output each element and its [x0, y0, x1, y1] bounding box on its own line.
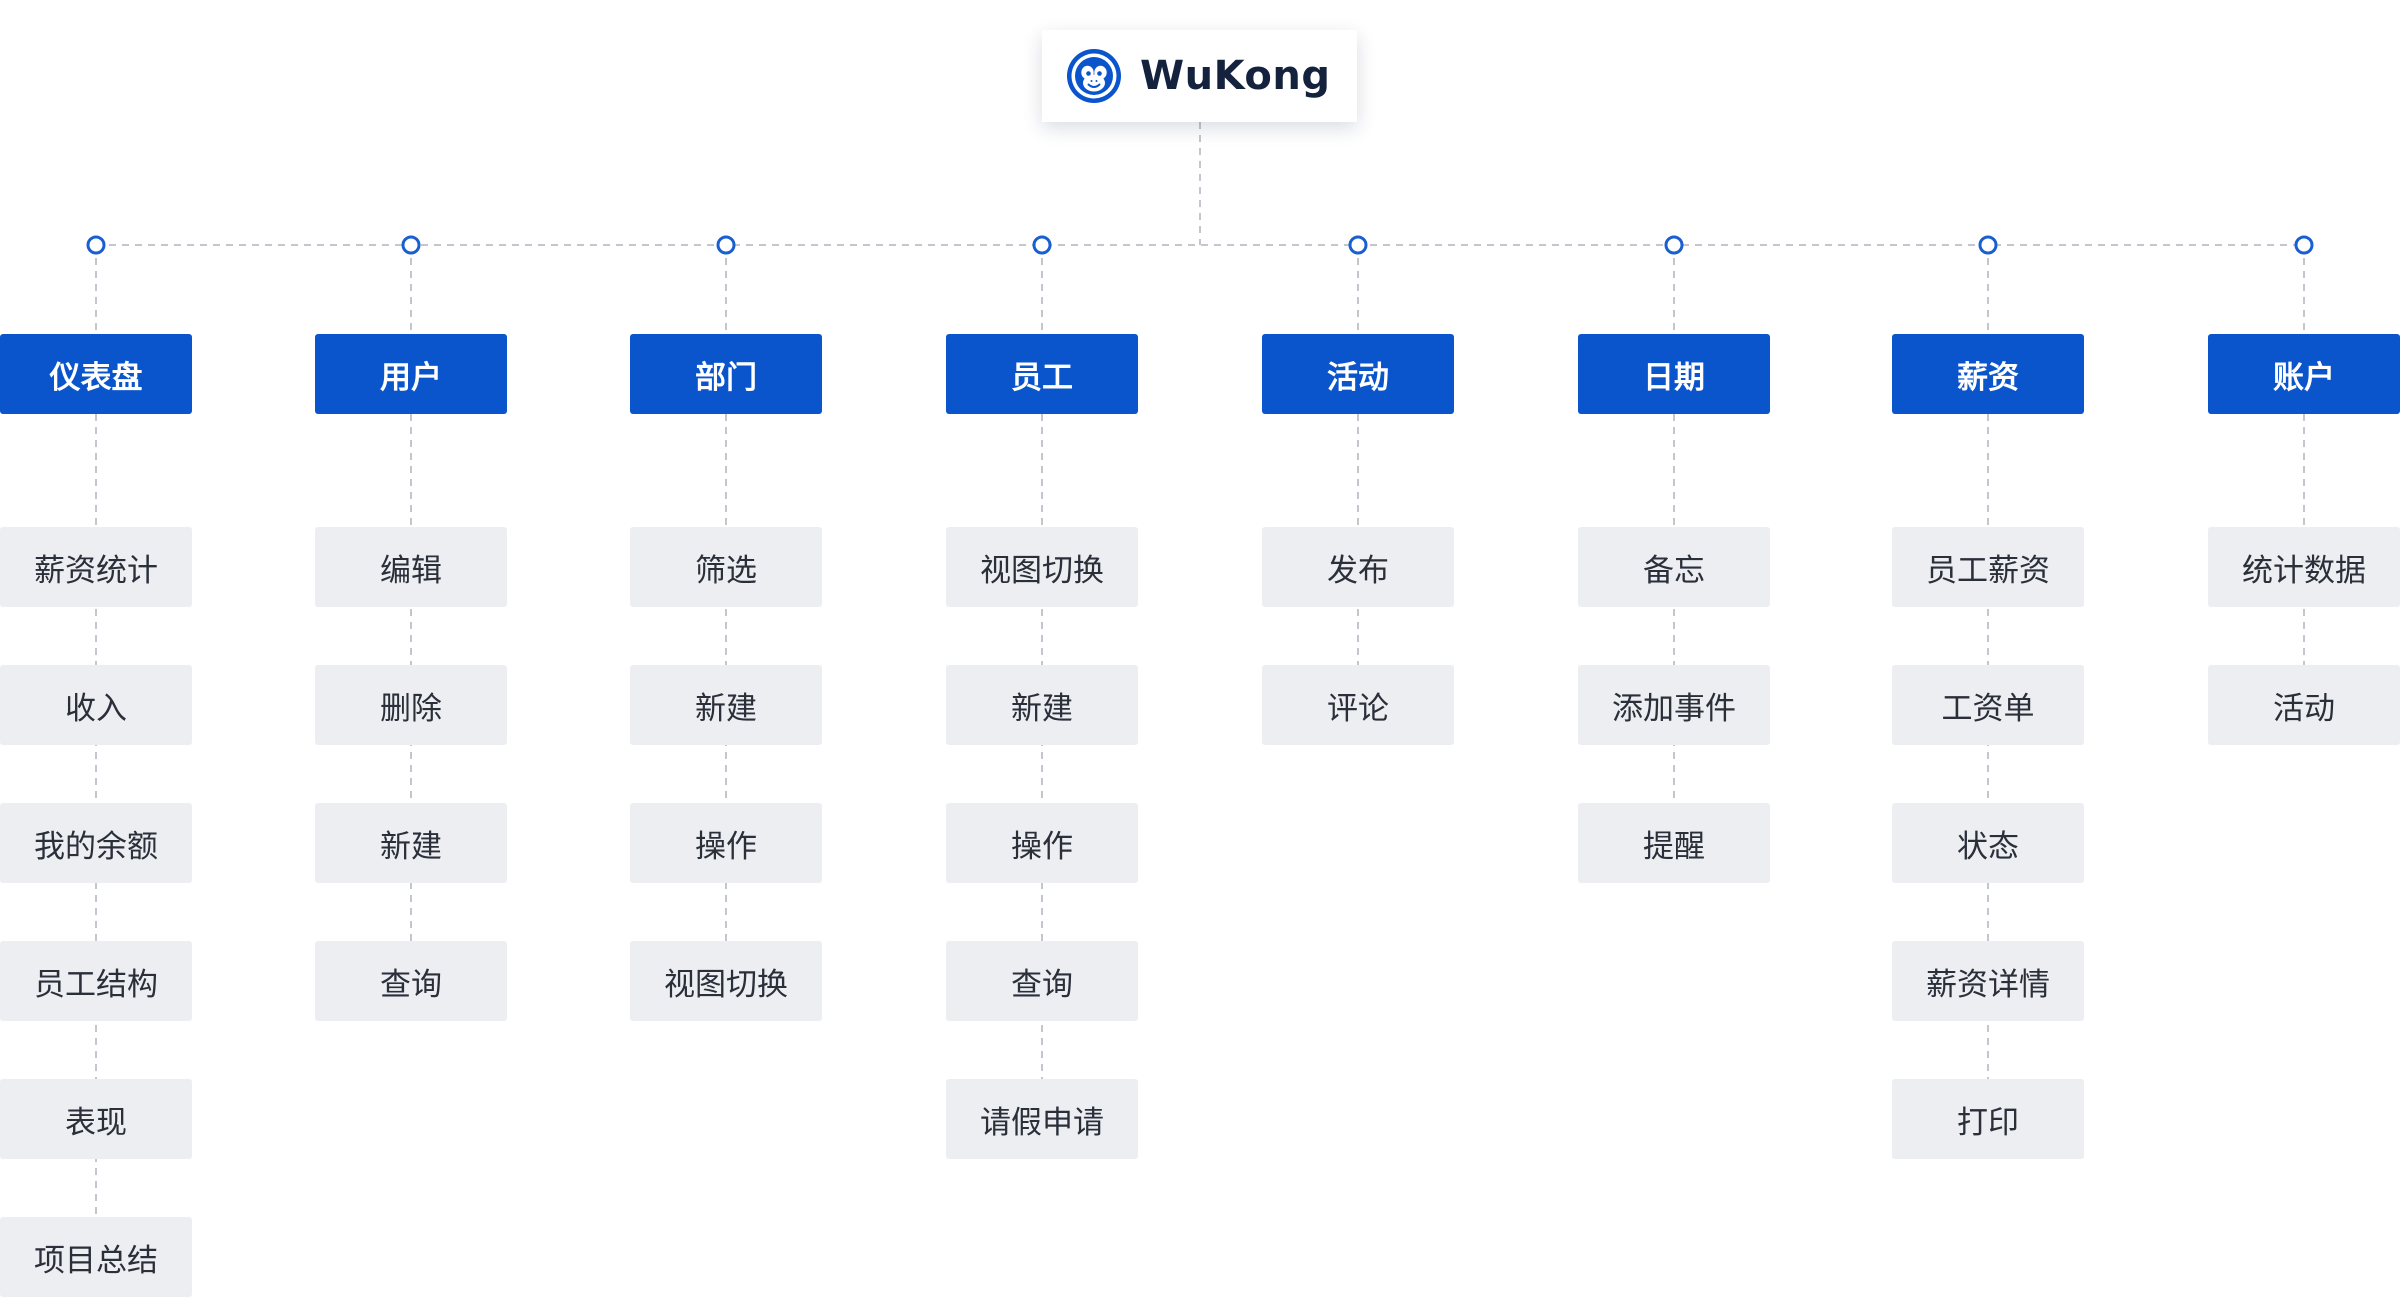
column-item[interactable]: 统计数据: [2208, 527, 2400, 607]
column-item[interactable]: 打印: [1892, 1079, 2084, 1159]
column-item[interactable]: 工资单: [1892, 665, 2084, 745]
column-item[interactable]: 活动: [2208, 665, 2400, 745]
column-item[interactable]: 视图切换: [630, 941, 822, 1021]
column-item[interactable]: 编辑: [315, 527, 507, 607]
column-item[interactable]: 状态: [1892, 803, 2084, 883]
column-header[interactable]: 薪资: [1892, 334, 2084, 414]
column-item[interactable]: 添加事件: [1578, 665, 1770, 745]
column-item[interactable]: 项目总结: [0, 1217, 192, 1297]
column-header[interactable]: 日期: [1578, 334, 1770, 414]
column-header[interactable]: 用户: [315, 334, 507, 414]
root-node: WuKong: [1042, 30, 1357, 122]
column-item[interactable]: 我的余额: [0, 803, 192, 883]
bus-node-dot: [1978, 235, 1998, 255]
bus-node-dot: [2294, 235, 2314, 255]
column-item[interactable]: 收入: [0, 665, 192, 745]
root-title: WuKong: [1140, 53, 1331, 99]
column-item[interactable]: 评论: [1262, 665, 1454, 745]
column-item[interactable]: 新建: [946, 665, 1138, 745]
column-item[interactable]: 视图切换: [946, 527, 1138, 607]
column-item[interactable]: 员工薪资: [1892, 527, 2084, 607]
column-item[interactable]: 请假申请: [946, 1079, 1138, 1159]
bus-node-dot: [1348, 235, 1368, 255]
bus-node-dot: [716, 235, 736, 255]
column-item[interactable]: 表现: [0, 1079, 192, 1159]
column-item[interactable]: 薪资统计: [0, 527, 192, 607]
column-item[interactable]: 员工结构: [0, 941, 192, 1021]
column-item[interactable]: 发布: [1262, 527, 1454, 607]
column-item[interactable]: 操作: [630, 803, 822, 883]
column-header[interactable]: 活动: [1262, 334, 1454, 414]
bus-node-dot: [1032, 235, 1052, 255]
column-item[interactable]: 查询: [946, 941, 1138, 1021]
column-item[interactable]: 新建: [315, 803, 507, 883]
column-item[interactable]: 薪资详情: [1892, 941, 2084, 1021]
column-item[interactable]: 删除: [315, 665, 507, 745]
bus-node-dot: [86, 235, 106, 255]
column-item[interactable]: 查询: [315, 941, 507, 1021]
column-item[interactable]: 提醒: [1578, 803, 1770, 883]
column-item[interactable]: 新建: [630, 665, 822, 745]
column-header[interactable]: 账户: [2208, 334, 2400, 414]
column-header[interactable]: 仪表盘: [0, 334, 192, 414]
column-item[interactable]: 备忘: [1578, 527, 1770, 607]
column-header[interactable]: 部门: [630, 334, 822, 414]
bus-node-dot: [401, 235, 421, 255]
column-item[interactable]: 筛选: [630, 527, 822, 607]
column-item[interactable]: 操作: [946, 803, 1138, 883]
monkey-logo-icon: [1067, 49, 1121, 103]
bus-node-dot: [1664, 235, 1684, 255]
column-header[interactable]: 员工: [946, 334, 1138, 414]
